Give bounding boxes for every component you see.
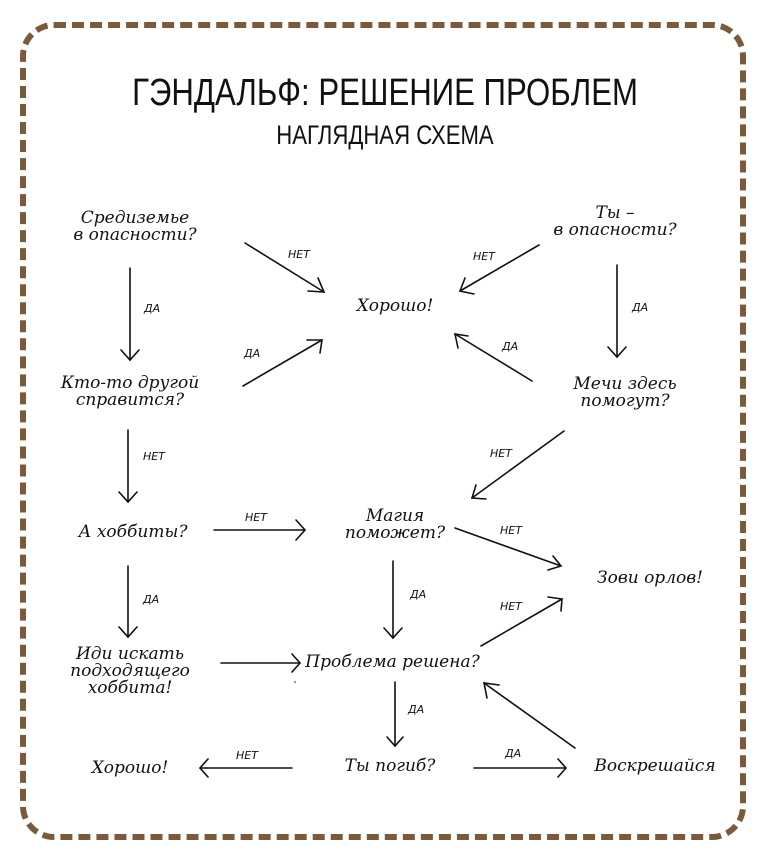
node-text: в опасности? [553,220,677,240]
node-text: помогут? [580,391,670,411]
arrow-swords-to-good [453,333,533,382]
edge-label-no: НЕТ [473,250,495,263]
arrow-swords-to-magic [470,430,565,500]
arrow-middle-earth-to-someone [120,267,140,362]
arrow-someone-to-hobbits [118,429,138,504]
node-someone-else: Кто-то другой справится? [45,375,215,409]
node-swords-help: Мечи здесь помогут? [550,376,700,410]
edge-label-yes: ДА [505,747,522,760]
edge-label-no: НЕТ [500,524,522,537]
arrow-someone-to-good [242,339,323,387]
node-text: Ты погиб? [344,756,436,776]
arrow-middle-earth-to-good [244,242,326,293]
node-text: поможет? [344,523,446,543]
arrow-solved-to-eagles [480,596,563,647]
node-text: Зови орлов! [597,568,703,588]
node-call-eagles: Зови орлов! [580,570,720,587]
edge-label-no: НЕТ [245,511,267,524]
edge-label-yes: ДА [632,301,649,314]
node-text: А хоббиты? [78,522,188,542]
arrow-dead-to-resurrect [473,758,568,778]
node-good-bottom: Хорошо! [80,760,180,777]
node-find-hobbit: Иди искать подходящего хоббита! [50,646,210,697]
node-text: в опасности? [73,225,197,245]
arrow-you-to-swords [607,264,627,359]
node-text: Проблема решена? [305,652,480,672]
node-text: Мечи здесь [573,374,677,394]
edge-label-yes: ДА [410,588,427,601]
edge-label-no: НЕТ [143,450,165,463]
node-text: Иди искать [75,644,185,664]
node-text: Ты – [595,203,635,223]
dashed-border [20,22,746,840]
node-text: Воскрешайся [594,756,716,776]
arrow-magic-to-eagles [454,527,563,571]
edge-label-yes: ДА [143,593,160,606]
node-text: Магия [365,506,425,526]
arrow-solved-to-dead [294,681,404,748]
node-text: подходящего [70,661,190,681]
node-text: Хорошо! [356,296,434,316]
node-text: справится? [75,390,185,410]
edge-label-yes: ДА [502,340,519,353]
node-hobbits: А хоббиты? [58,524,208,541]
edge-label-no: НЕТ [500,600,522,613]
edge-label-no: НЕТ [490,447,512,460]
node-text: Кто-то другой [60,373,200,393]
arrow-hobbits-to-find [118,565,138,639]
arrow-dead-to-good [198,758,293,778]
edge-label-yes: ДА [408,703,425,716]
arrow-you-to-good [458,244,540,295]
edge-label-yes: ДА [244,347,261,360]
node-resurrect: Воскрешайся [585,758,725,775]
edge-label-no: НЕТ [288,248,310,261]
node-magic-help: Магия поможет? [325,508,465,542]
arrow-magic-to-solved [383,560,403,640]
node-problem-solved: Проблема решена? [300,654,485,671]
page-title: ГЭНДАЛЬФ: РЕШЕНИЕ ПРОБЛЕМ [132,72,638,114]
node-you-died: Ты погиб? [320,758,460,775]
node-you-in-danger: Ты – в опасности? [540,205,690,239]
arrow-hobbits-to-magic [213,519,307,541]
node-text: Средиземье [80,208,190,228]
node-middle-earth-in-danger: Средиземье в опасности? [60,210,210,244]
page-subtitle: НАГЛЯДНАЯ СХЕМА [276,120,494,150]
arrow-resurrect-to-solved [482,682,576,749]
edge-label-yes: ДА [144,302,161,315]
edge-label-no: НЕТ [236,749,258,762]
node-text: Хорошо! [91,758,169,778]
node-text: хоббита! [87,678,173,698]
node-good-top: Хорошо! [340,298,450,315]
arrow-find-to-solved [220,653,302,673]
